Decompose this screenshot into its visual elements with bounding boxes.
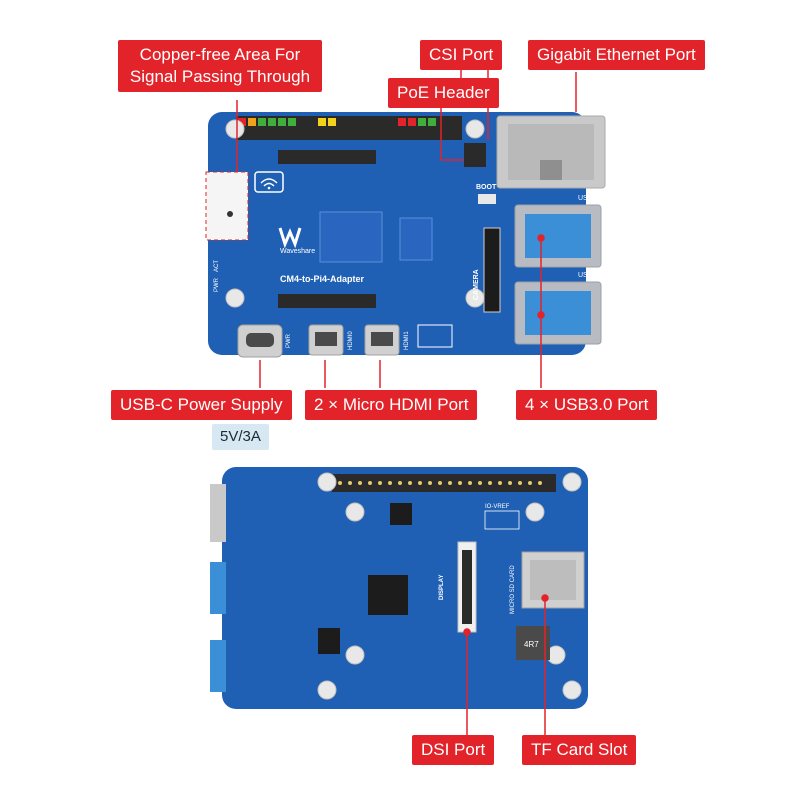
bottom-board: DISPLAY IO-VREF MICRO SD CARD 4R7 xyxy=(210,467,588,709)
hdmi0-label: HDMI0 xyxy=(348,331,354,350)
callout-micro-hdmi-port: 2 × Micro HDMI Port xyxy=(305,390,478,420)
display-label: DISPLAY xyxy=(439,575,445,600)
copper-free-area xyxy=(205,171,249,241)
gpio-header-back xyxy=(332,474,556,492)
boot-label: BOOT xyxy=(476,184,497,191)
brand-label: Waveshare xyxy=(280,248,315,255)
usb-top-label: USB xyxy=(578,195,593,202)
cm4-connector-top xyxy=(278,150,376,164)
callout-csi-port: CSI Port xyxy=(420,40,503,70)
inductor-label: 4R7 xyxy=(524,640,539,649)
callout-usb-c-power-supply: USB-C Power Supply xyxy=(111,390,292,420)
spec-badge-power: 5V/3A xyxy=(212,424,269,450)
hdmi1-label: HDMI1 xyxy=(404,331,410,350)
waveshare-logo-icon: Waveshare xyxy=(278,227,315,255)
callout-dsi-port: DSI Port xyxy=(412,735,495,765)
board-name-label: CM4-to-Pi4-Adapter xyxy=(280,274,364,284)
gpio-header xyxy=(236,116,462,140)
callout-poe-header: PoE Header xyxy=(388,78,499,108)
usb-bottom-label: USB xyxy=(578,272,593,279)
callout-usb3-port: 4 × USB3.0 Port xyxy=(516,390,658,420)
wifi-icon xyxy=(254,171,284,193)
pwr-port-label: PWR xyxy=(286,333,292,348)
top-board: USB USB xyxy=(205,112,606,358)
csi-connector xyxy=(483,227,501,313)
micro-sd-label: MICRO SD CARD xyxy=(510,565,516,614)
callout-copper-free-area: Copper-free Area For Signal Passing Thro… xyxy=(118,40,322,92)
bottom-leader-lines xyxy=(463,594,549,735)
cm4-connector-bottom xyxy=(278,294,376,308)
callout-tf-card-slot: TF Card Slot xyxy=(522,735,637,765)
usb3-port-top: USB xyxy=(514,195,602,268)
usb3-port-bottom: USB xyxy=(514,272,602,345)
camera-label: CAMERA xyxy=(473,269,480,300)
poe-header-pins xyxy=(464,143,486,167)
usb-hub-chip xyxy=(368,575,408,615)
io-vref-label: IO-VREF xyxy=(485,504,510,510)
act-led-label: ACT xyxy=(214,260,220,272)
pwr-led-label: PWR xyxy=(214,277,220,292)
callout-gigabit-ethernet-port: Gigabit Ethernet Port xyxy=(528,40,705,70)
